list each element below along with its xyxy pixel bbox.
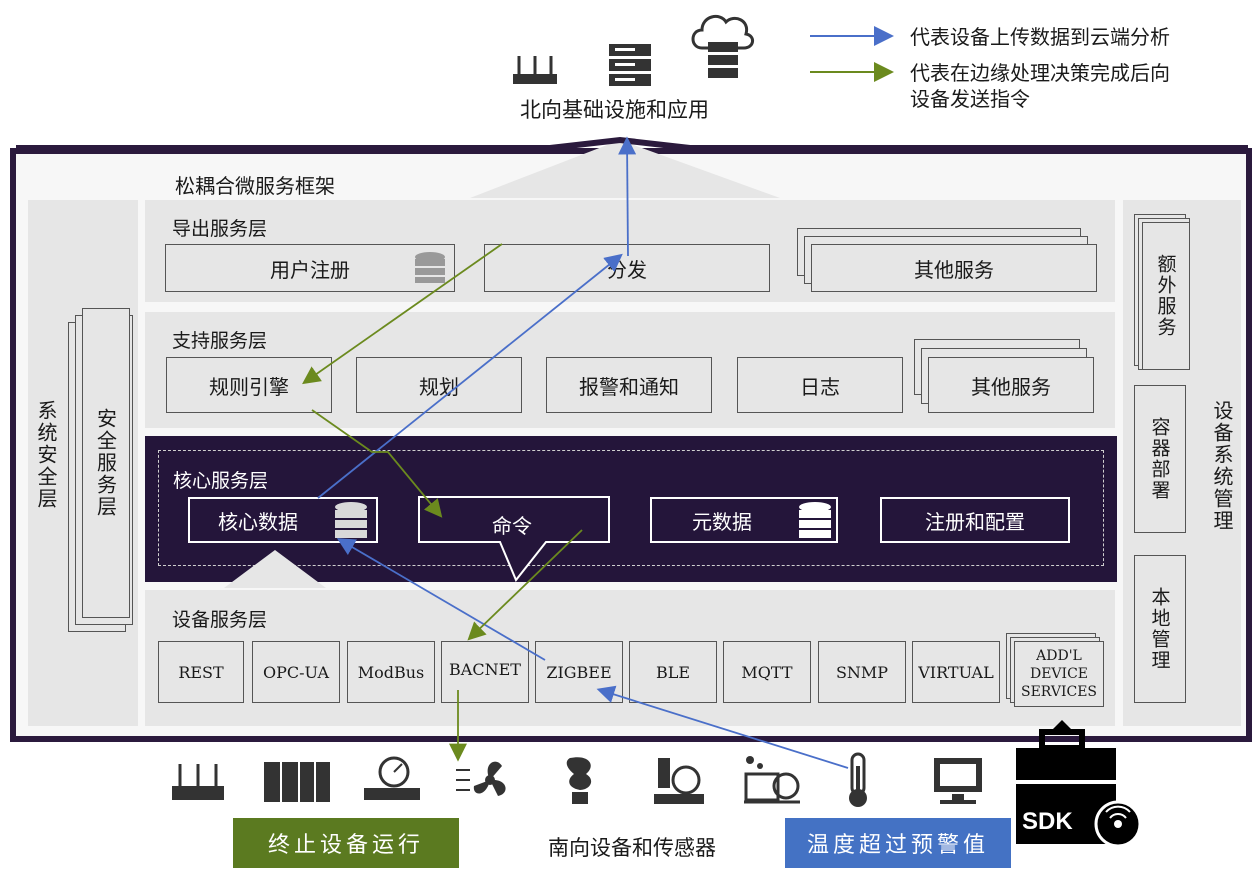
system-security-label: 系统安全层: [34, 400, 58, 510]
protocol-modbus-label: ModBus: [357, 662, 425, 682]
protocol-mqtt: MQTT: [723, 641, 811, 703]
registry-config-box: 注册和配置: [880, 497, 1070, 543]
motor-icon: [744, 756, 800, 804]
export-layer-title: 导出服务层: [172, 218, 268, 240]
server-rack-icon: [609, 44, 651, 86]
security-service-layer: 安全服务层: [82, 308, 130, 618]
fan-icon: [456, 761, 506, 796]
device-layer-title: 设备服务层: [172, 609, 268, 631]
local-management-box: 本地管理: [1134, 555, 1186, 703]
rule-engine-box: 规则引擎: [166, 357, 332, 413]
north-label: 北向基础设施和应用: [520, 98, 709, 122]
database-icon: [415, 252, 445, 283]
blue-arrow-distribution-to-north: [618, 136, 637, 257]
blue-arrow-sensor-to-zigbee: [596, 685, 849, 769]
south-router-icon: [172, 764, 224, 800]
protocol-mqtt-label: MQTT: [741, 662, 793, 682]
protocol-rest: REST: [158, 641, 244, 703]
stop-device-label: 终止设备运行: [267, 833, 424, 858]
south-label: 南向设备和传感器: [548, 836, 716, 860]
sdk-label: SDK: [1022, 808, 1073, 835]
protocol-opcua-label: OPC-UA: [262, 662, 330, 682]
extra-services-label: 额外服务: [1154, 254, 1177, 338]
support-layer-title: 支持服务层: [172, 330, 268, 352]
bulb-icon: [566, 757, 592, 804]
alerts-notifications-box: 报警和通知: [546, 357, 712, 413]
monitor-icon: [934, 758, 982, 804]
protocol-snmp: SNMP: [818, 641, 906, 703]
protocol-bacnet-label: BACNET: [449, 660, 521, 679]
addl-line-3: SERVICES: [1020, 684, 1097, 700]
command-label: 命令: [492, 514, 532, 538]
protocol-rest-label: REST: [178, 662, 224, 682]
protocol-virtual: VIRTUAL: [912, 641, 1000, 703]
logging-box: 日志: [737, 357, 903, 413]
metadata-label: 元数据: [692, 509, 752, 534]
legend-arrows: [810, 26, 894, 82]
rule-engine-label: 规则引擎: [209, 374, 289, 399]
meter-icon: [654, 758, 704, 804]
cloud-server-icon: [691, 14, 754, 78]
blue-arrow-core-data-to-distribution: [317, 253, 623, 499]
scheduling-box: 规划: [356, 357, 522, 413]
temp-alert-label: 温度超过预警值: [806, 833, 989, 858]
command-box: [418, 496, 610, 582]
extra-services-box: 额外服务: [1142, 222, 1190, 370]
pressure-gauge-icon: [364, 756, 420, 800]
user-registration-label: 用户注册: [270, 257, 350, 282]
green-arrow-export-to-rule-engine: [302, 243, 503, 385]
core-layer: [145, 436, 1117, 582]
protocol-ble-label: BLE: [655, 662, 691, 682]
support-other-services-box: 其他服务: [928, 357, 1094, 413]
registry-config-label: 注册和配置: [925, 509, 1025, 534]
core-database-icon: [335, 502, 367, 538]
protocol-opcua: OPC-UA: [252, 641, 340, 703]
support-other-services-label: 其他服务: [971, 374, 1051, 399]
export-other-services-label: 其他服务: [914, 257, 994, 282]
protocol-modbus: ModBus: [347, 641, 435, 703]
legend-green-text-2: 设备发送指令: [910, 87, 1030, 111]
container-deploy-label: 容器部署: [1148, 417, 1171, 501]
security-service-label: 安全服务层: [93, 408, 118, 518]
temp-alert-badge: 温度超过预警值: [785, 818, 1011, 868]
legend-green-text-1: 代表在边缘处理决策完成后向: [910, 61, 1170, 85]
sdk-toolbox-icon: [1016, 720, 1142, 848]
router-icon: [513, 56, 557, 84]
green-arrow-rule-engine-to-command: [311, 409, 443, 518]
logging-label: 日志: [800, 374, 840, 399]
plc-icon: [264, 762, 330, 802]
user-registration-box: 用户注册: [165, 244, 455, 292]
core-data-box: 核心数据: [188, 497, 378, 543]
addl-device-services-box: ADD'L DEVICE SERVICES: [1014, 641, 1104, 707]
green-arrow-command-to-bacnet: [467, 529, 583, 641]
protocol-zigbee-label: ZIGBEE: [546, 662, 612, 682]
device-management-label: 设备系统管理: [1210, 400, 1234, 532]
protocol-zigbee: ZIGBEE: [535, 641, 623, 703]
alerts-notifications-label: 报警和通知: [579, 374, 679, 399]
protocol-bacnet: BACNET: [441, 641, 529, 703]
scheduling-label: 规划: [419, 374, 459, 399]
protocol-virtual-label: VIRTUAL: [918, 662, 994, 682]
distribution-box: 分发: [484, 244, 770, 292]
protocol-ble: BLE: [629, 641, 717, 703]
thermometer-icon: [849, 752, 867, 807]
core-data-label: 核心数据: [218, 509, 298, 534]
framework-title: 松耦合微服务框架: [175, 174, 335, 198]
legend-blue-text: 代表设备上传数据到云端分析: [910, 25, 1170, 49]
metadata-box: 元数据: [650, 497, 838, 543]
addl-line-2: DEVICE: [1029, 666, 1089, 682]
core-layer-title: 核心服务层: [173, 470, 269, 492]
protocol-snmp-label: SNMP: [835, 662, 889, 682]
addl-line-1: ADD'L: [1036, 648, 1082, 664]
stop-device-badge: 终止设备运行: [233, 818, 459, 868]
metadata-database-icon: [799, 502, 831, 538]
local-management-label: 本地管理: [1148, 587, 1171, 671]
export-other-services-box: 其他服务: [811, 244, 1097, 292]
blue-arrow-zigbee-to-core-data: [336, 538, 546, 661]
container-deploy-box: 容器部署: [1134, 385, 1186, 533]
